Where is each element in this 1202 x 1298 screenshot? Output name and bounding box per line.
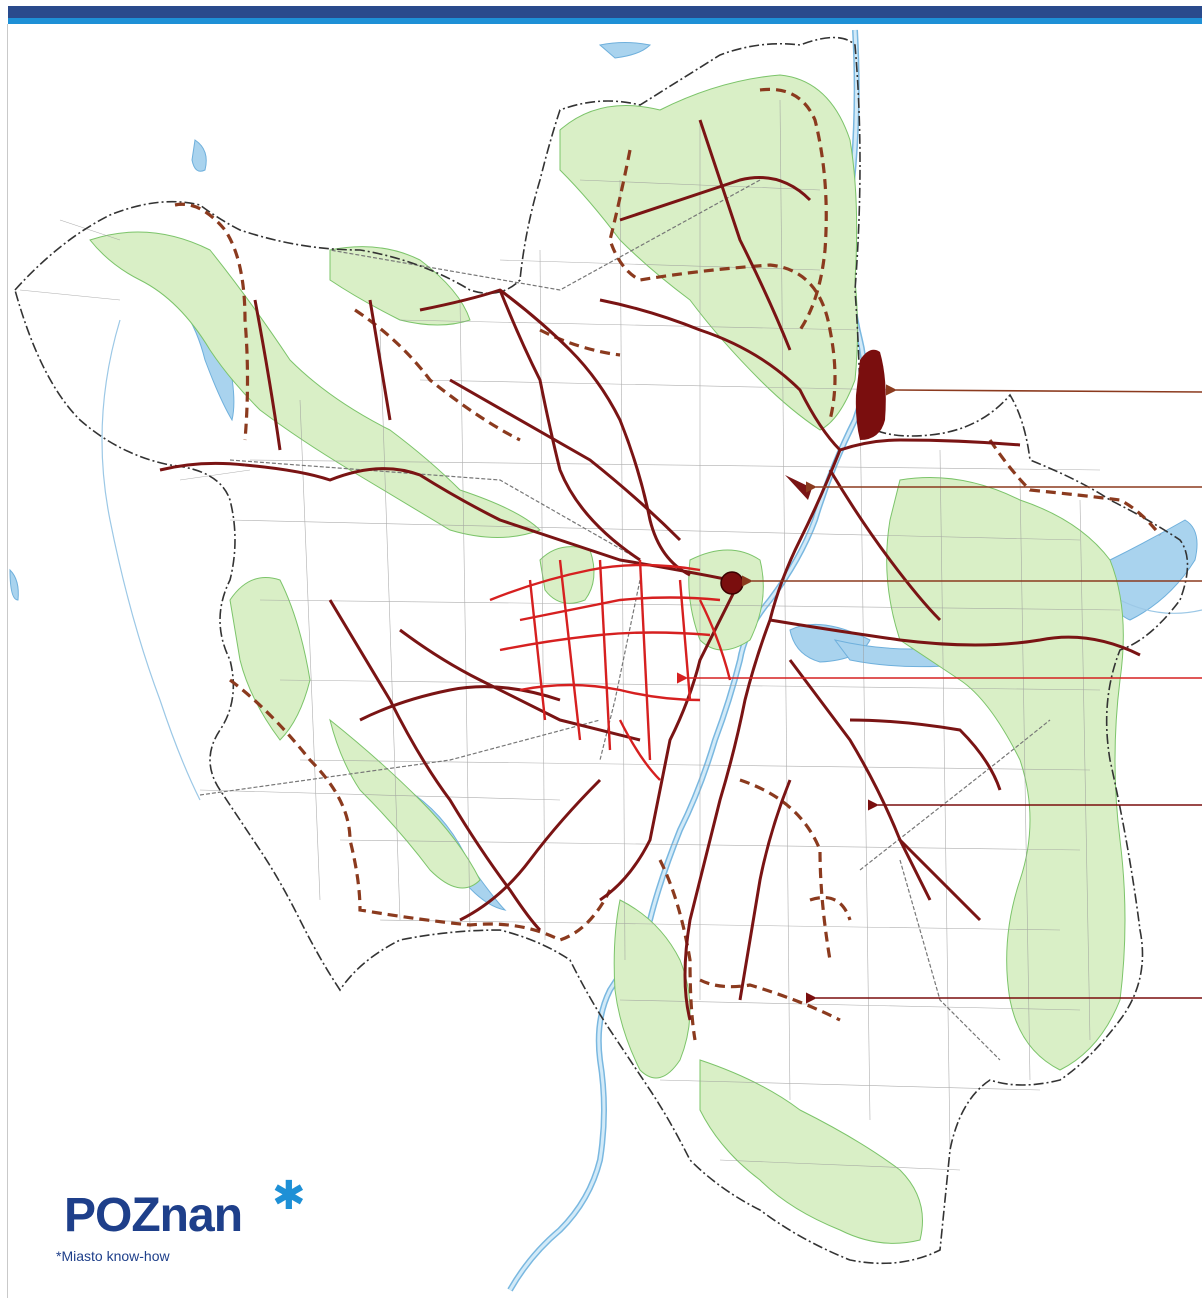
header-bar-light — [8, 18, 1202, 24]
poznan-logo: POZnan ✱ *Miasto know-how — [56, 1176, 322, 1270]
header-bar-dark — [8, 6, 1202, 18]
logo-tagline: *Miasto know-how — [56, 1248, 170, 1264]
logo-word-lower: nan — [159, 1189, 243, 1242]
callout-arrows — [676, 384, 1202, 1004]
main-routes — [159, 119, 1141, 1021]
street-network — [19, 99, 1121, 1171]
center-routes — [489, 559, 732, 781]
logo-word-upper: POZ — [64, 1189, 161, 1242]
feature-small-wedge — [785, 475, 812, 500]
planned-routes — [174, 87, 1162, 1041]
logo-star-icon: ✱ — [272, 1173, 306, 1219]
river-tributary-west — [101, 319, 201, 801]
feature-lake-area — [855, 349, 886, 440]
logo-wordmark: POZnan — [64, 1189, 243, 1242]
feature-center-dot — [720, 571, 744, 595]
callout-arrow-1 — [885, 384, 1202, 396]
railways — [199, 179, 1051, 1061]
page-left-border — [7, 24, 8, 1298]
green-areas — [89, 74, 1126, 1244]
city-boundary — [14, 36, 1189, 1265]
